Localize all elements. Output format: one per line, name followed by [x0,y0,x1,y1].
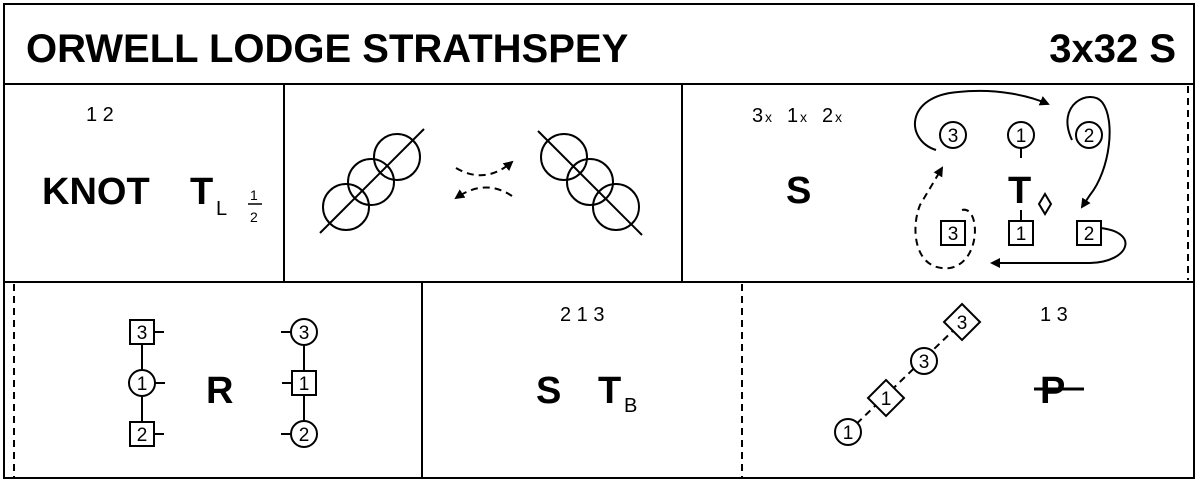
cell-knot: 1 2 KNOT T L 1 2 [42,104,262,225]
dancer-woman-3 [910,347,938,375]
cell-set-turn-both: 2 1 3 S T B [536,304,637,417]
dancer-label: 1 [843,423,854,444]
dancer-woman-1 [834,418,862,446]
diamond-icon [1037,192,1053,216]
dancer-label: 3 [137,323,148,344]
dancer-label: 2 [1084,224,1095,245]
dance-formation: 3x32 S [1049,27,1176,71]
couples-label-b: 1 [787,105,798,127]
cell-reel: 3 1 2 R 3 1 2 [128,318,318,448]
loop-arrow-top [913,89,1050,151]
loop-arrow-right [1066,96,1111,209]
dancer-label: 2 [299,425,310,446]
dancer-label: 2 [137,425,148,446]
couples-label: 2 1 3 [560,304,604,326]
dancer-label: 3 [919,352,930,373]
fraction-denominator: 2 [250,209,258,225]
exchange-arrow-top [455,160,514,177]
dancer-label: 1 [299,374,310,395]
diagonal-line-right [537,130,643,236]
dance-title: ORWELL LODGE STRATHSPEY [26,27,629,71]
cell-setting-turn: 3 x 1 x 2 x S 3 1 2 T 3 1 2 [752,89,1127,270]
dancer-label: 1 [881,389,892,410]
dancer-label: 1 [137,374,148,395]
dancer-label: 3 [299,323,310,344]
couples-x-b: x [800,109,807,125]
dancer-label: 3 [948,224,959,245]
couples-label-a: 3 [752,105,763,127]
fraction-numerator: 1 [250,187,258,203]
dancer-man-2 [1076,220,1102,246]
dancer-label: 1 [1016,224,1027,245]
move-label: S [536,370,561,412]
dancer-label: 1 [1016,126,1027,147]
couples-label: 1 3 [1040,304,1068,326]
outer-frame [3,3,1195,479]
cell-promenade: 1 3 1 1 3 3 P [834,302,1084,446]
dancer-man-1 [866,378,906,418]
loop-arrow-dashed [914,166,976,270]
move-label: P [1040,370,1065,412]
move-label: KNOT [42,171,150,213]
couples-x-a: x [765,109,772,125]
cell-diagonal-lines [319,128,643,236]
loop-arrow-bottom [990,227,1127,268]
promenade-path [847,321,963,433]
step-subscript: B [624,395,637,417]
dancer-woman-2 [1075,121,1103,149]
step-letter: T [190,171,213,213]
dancer-man-2 [129,421,155,447]
move-label: S [786,170,811,212]
dancer-man-3 [940,220,966,246]
step-subscript: L [216,198,227,220]
exchange-arrow-bottom [454,186,513,200]
dancer-label: 2 [1084,126,1095,147]
move-label: R [206,370,233,412]
couples-x-c: x [835,109,842,125]
dancer-man-3 [942,302,982,342]
dancer-man-1 [1008,220,1034,246]
step-letter: T [1008,170,1031,212]
dancer-label: 3 [948,126,959,147]
diagonal-line-left [319,128,425,234]
dancer-man-3 [129,319,155,345]
couples-label-c: 2 [822,105,833,127]
dancer-man-1 [291,370,317,396]
dancer-woman-3 [939,121,967,149]
couples-label: 1 2 [86,104,114,126]
dancer-label: 3 [957,313,968,334]
step-letter: T [598,370,621,412]
